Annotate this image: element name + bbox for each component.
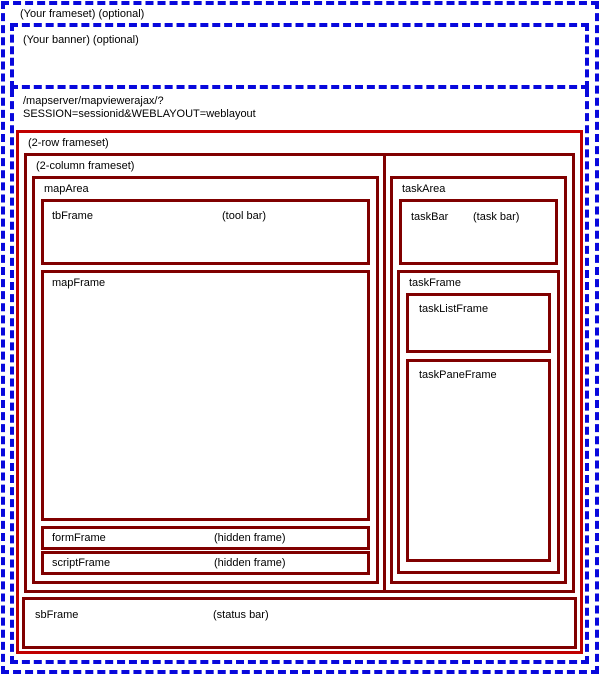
map-area-box: mapArea tbFrame (tool bar) mapFrame form… xyxy=(32,176,379,584)
left-column: (2-column frameset) mapArea tbFrame (too… xyxy=(27,156,383,590)
viewer-frame-box: /mapserver/mapviewerajax/? SESSION=sessi… xyxy=(10,89,589,664)
column-divider xyxy=(383,156,386,590)
two-column-frameset-label: (2-column frameset) xyxy=(36,160,135,172)
your-banner-box: (Your banner) (optional) xyxy=(10,23,589,89)
script-frame-label: scriptFrame xyxy=(52,557,111,569)
map-frame-box: mapFrame xyxy=(41,270,370,521)
your-frameset-label: (Your frameset) (optional) xyxy=(20,8,145,20)
task-bar-label: taskBar xyxy=(411,211,449,223)
sb-frame-annotation: (status bar) xyxy=(213,609,269,621)
task-frame-label: taskFrame xyxy=(409,277,461,289)
tb-frame-box: tbFrame (tool bar) xyxy=(41,199,370,265)
two-row-frameset-box: (2-row frameset) (2-column frameset) map… xyxy=(16,130,583,654)
map-frame-label: mapFrame xyxy=(52,277,106,289)
form-frame-label: formFrame xyxy=(52,532,106,544)
script-frame-box: scriptFrame (hidden frame) xyxy=(41,551,370,575)
viewer-url-line2: SESSION=sessionid&WEBLAYOUT=weblayout xyxy=(23,108,256,120)
task-pane-frame-box: taskPaneFrame xyxy=(406,359,551,562)
task-area-label: taskArea xyxy=(402,183,446,195)
task-list-frame-label: taskListFrame xyxy=(419,303,489,315)
script-frame-annotation: (hidden frame) xyxy=(214,557,286,569)
task-bar-annotation: (task bar) xyxy=(473,211,520,223)
task-frame-box: taskFrame taskListFrame taskPaneFrame xyxy=(397,270,560,574)
viewer-url-line1: /mapserver/mapviewerajax/? xyxy=(23,95,164,107)
task-pane-frame-label: taskPaneFrame xyxy=(419,369,497,381)
form-frame-annotation: (hidden frame) xyxy=(214,532,286,544)
form-frame-box: formFrame (hidden frame) xyxy=(41,526,370,550)
sb-frame-box: sbFrame (status bar) xyxy=(22,597,577,649)
viewer-url: /mapserver/mapviewerajax/? SESSION=sessi… xyxy=(16,93,583,121)
tb-frame-annotation: (tool bar) xyxy=(222,210,267,222)
sb-frame-label: sbFrame xyxy=(35,609,79,621)
task-list-frame-box: taskListFrame xyxy=(406,293,551,353)
task-area-box: taskArea taskBar (task bar) taskFrame ta… xyxy=(390,176,567,584)
task-bar-box: taskBar (task bar) xyxy=(399,199,558,265)
map-area-label: mapArea xyxy=(44,183,89,195)
your-banner-label: (Your banner) (optional) xyxy=(23,34,139,46)
two-row-frameset-label: (2-row frameset) xyxy=(28,137,109,149)
tb-frame-label: tbFrame xyxy=(52,210,93,222)
two-column-frameset-box: (2-column frameset) mapArea tbFrame (too… xyxy=(24,153,575,593)
right-column: taskArea taskBar (task bar) taskFrame ta… xyxy=(386,156,572,590)
